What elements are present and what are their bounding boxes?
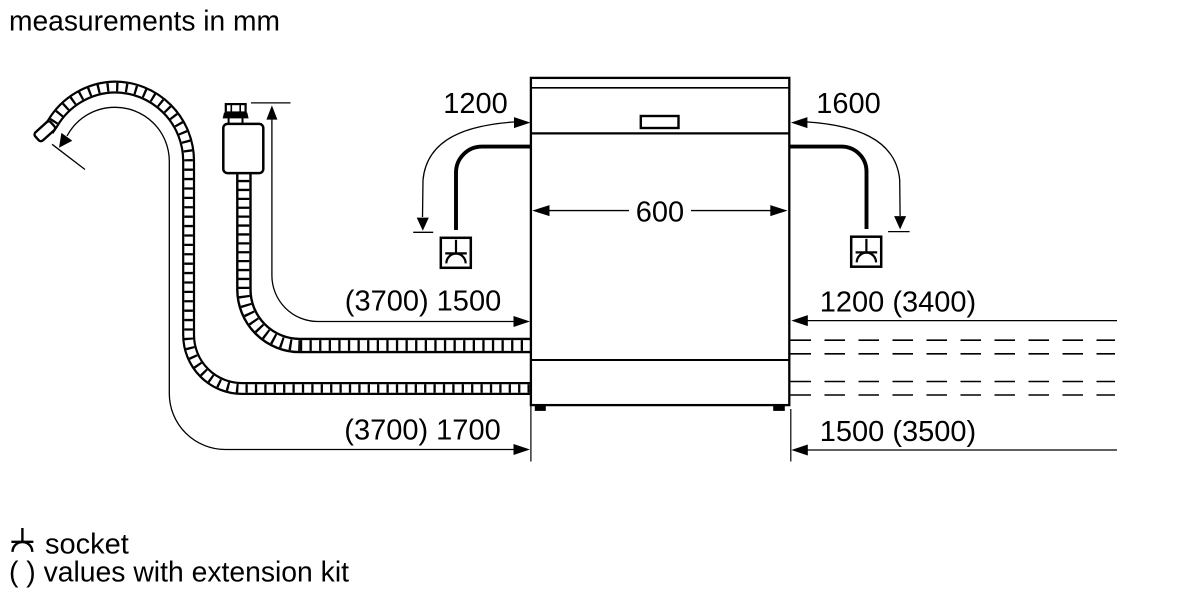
svg-text:( ) values with extension kit: ( ) values with extension kit: [9, 557, 349, 589]
svg-text:1500 (3500): 1500 (3500): [820, 416, 976, 448]
svg-text:1200: 1200: [443, 88, 508, 120]
svg-text:600: 600: [636, 197, 684, 229]
svg-text:(3700) 1700: (3700) 1700: [344, 415, 500, 447]
svg-text:(3700) 1500: (3700) 1500: [345, 286, 501, 318]
svg-text:socket: socket: [45, 529, 129, 561]
svg-text:measurements in mm: measurements in mm: [9, 6, 280, 38]
svg-text:1600: 1600: [816, 88, 881, 120]
svg-text:1200 (3400): 1200 (3400): [820, 287, 976, 319]
